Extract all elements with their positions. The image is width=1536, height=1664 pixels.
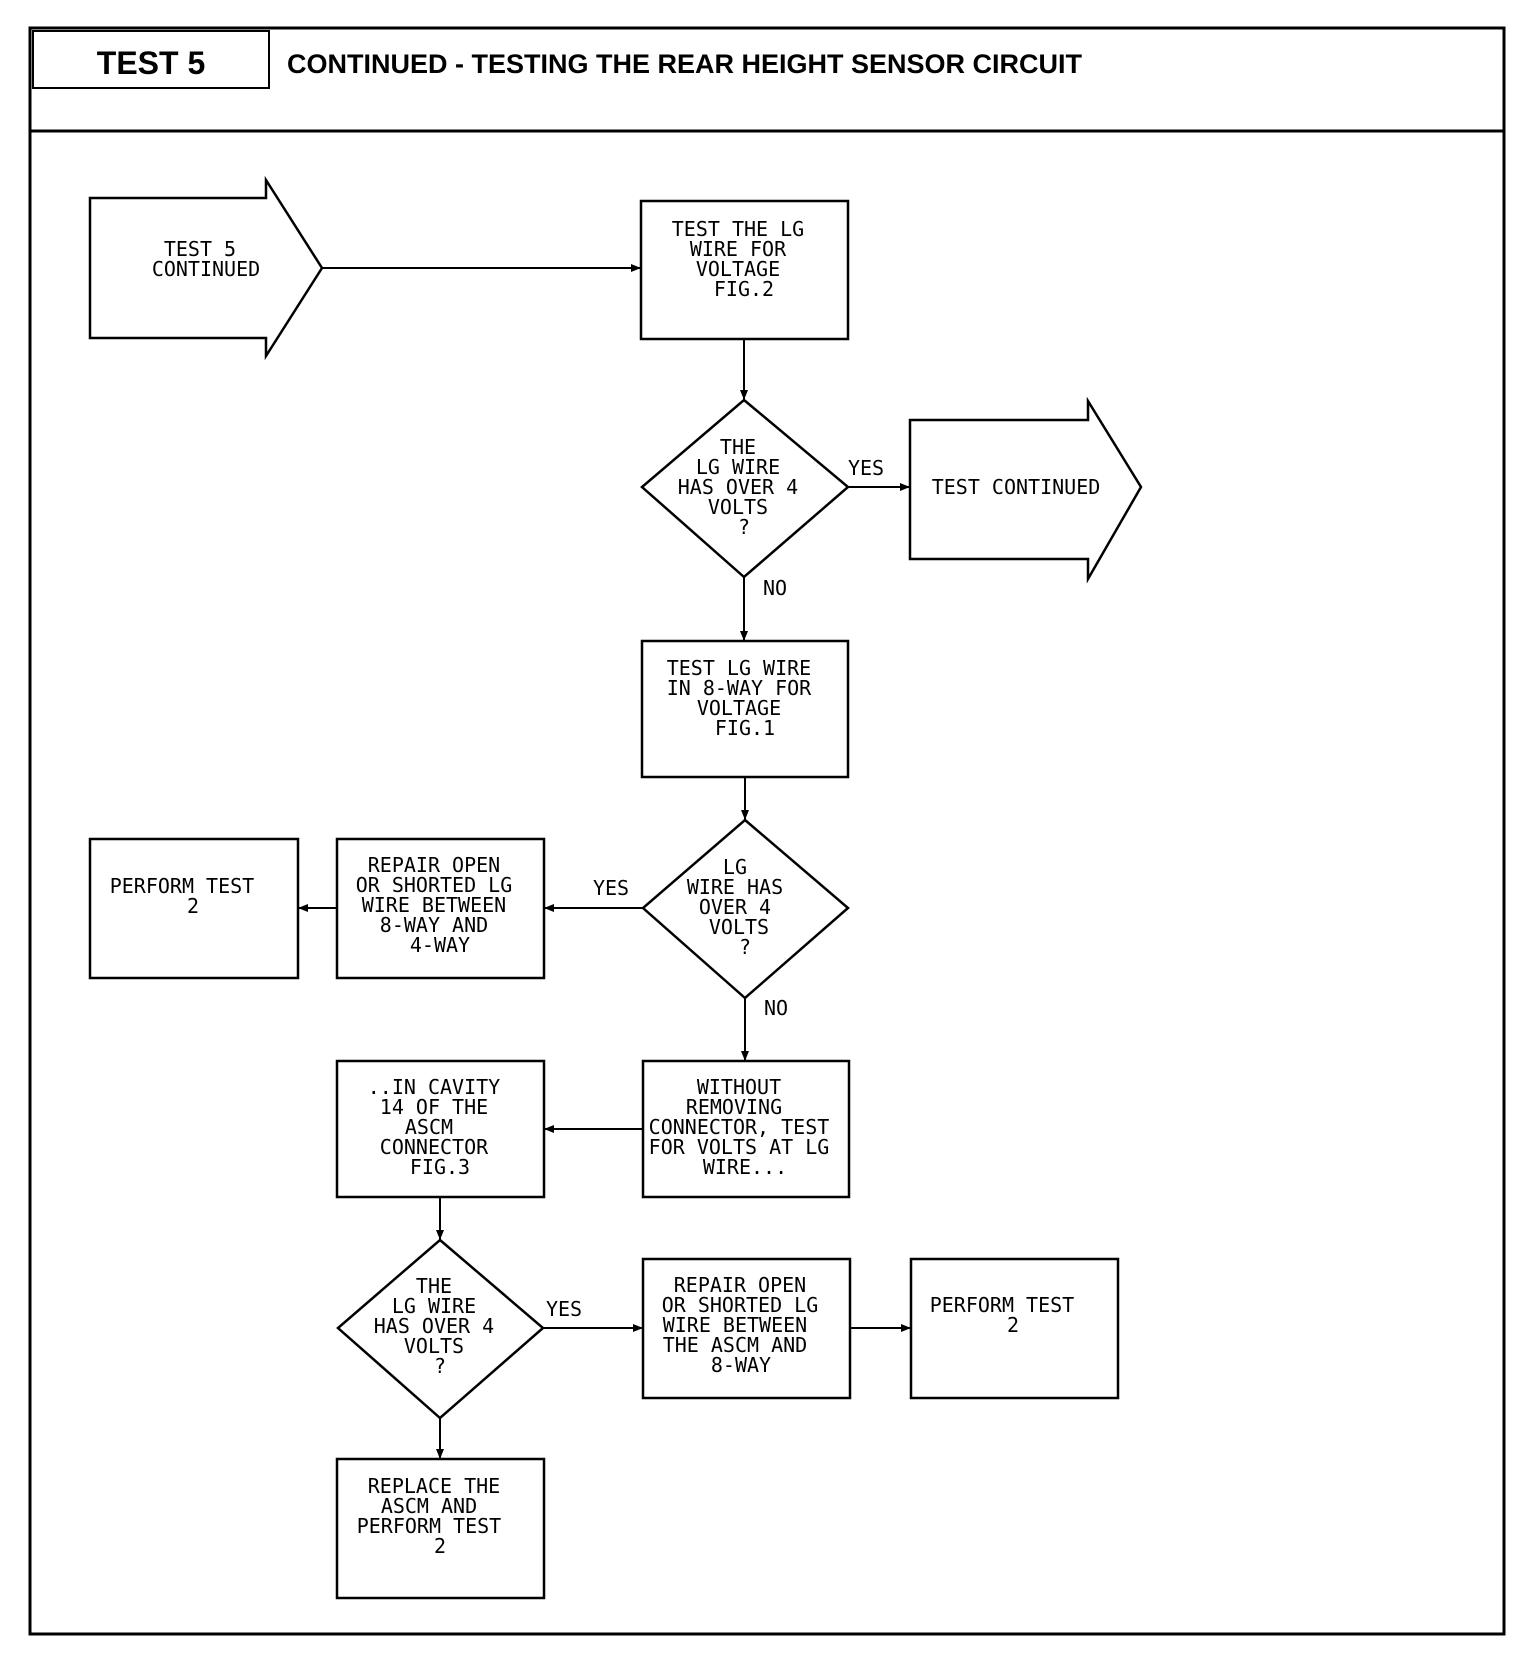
decision-3-label: THE LG WIRE HAS OVER 4 VOLTS ? — [374, 1274, 506, 1378]
outer-frame — [28, 26, 1506, 1636]
box-cavity-14-label: ..IN CAVITY 14 OF THE ASCM CONNECTOR FIG… — [368, 1075, 513, 1179]
box-replace-ascm — [335, 1457, 546, 1600]
box-test-8way-label: TEST LG WIRE IN 8-WAY FOR VOLTAGE FIG.1 — [667, 656, 824, 740]
box-test-lg-wire-label: TEST THE LG WIRE FOR VOLTAGE FIG.2 — [672, 217, 817, 301]
box-repair-ascm-8way-label: REPAIR OPEN OR SHORTED LG WIRE BETWEEN T… — [662, 1273, 831, 1377]
box-without-removing-label: WITHOUT REMOVING CONNECTOR, TEST FOR VOL… — [649, 1075, 842, 1179]
yes-label-2: YES — [593, 876, 629, 900]
box-test-lg-wire — [639, 199, 850, 341]
test-label: TEST 5 — [97, 45, 205, 81]
start-arrow-label: TEST 5 CONTINUED — [152, 237, 260, 281]
box-perform-test-b-label: PERFORM TEST 2 — [930, 1293, 1087, 1337]
page-title: CONTINUED - TESTING THE REAR HEIGHT SENS… — [287, 49, 1083, 79]
decision-1-label: THE LG WIRE HAS OVER 4 VOLTS ? — [678, 435, 810, 539]
no-label-1: NO — [763, 576, 787, 600]
yes-label-1: YES — [848, 456, 884, 480]
box-repair-8way-4way-label: REPAIR OPEN OR SHORTED LG WIRE BETWEEN 8… — [356, 853, 525, 957]
box-repair-ascm-8way — [641, 1257, 852, 1400]
box-perform-test-b — [909, 1257, 1120, 1400]
no-label-2: NO — [764, 996, 788, 1020]
test-continued-label: TEST CONTINUED — [932, 475, 1101, 499]
box-test-8way — [640, 639, 850, 779]
box-perform-test-a — [88, 837, 300, 980]
box-perform-test-a-label: PERFORM TEST 2 — [110, 874, 267, 918]
test-continued-arrow — [908, 396, 1143, 584]
box-repair-8way-4way — [335, 837, 546, 980]
box-replace-ascm-label: REPLACE THE ASCM AND PERFORM TEST 2 — [357, 1474, 514, 1558]
decision-2-label: LG WIRE HAS OVER 4 VOLTS ? — [687, 855, 795, 959]
yes-label-3: YES — [546, 1297, 582, 1321]
start-arrow — [88, 175, 324, 361]
test-label-box — [32, 30, 270, 89]
